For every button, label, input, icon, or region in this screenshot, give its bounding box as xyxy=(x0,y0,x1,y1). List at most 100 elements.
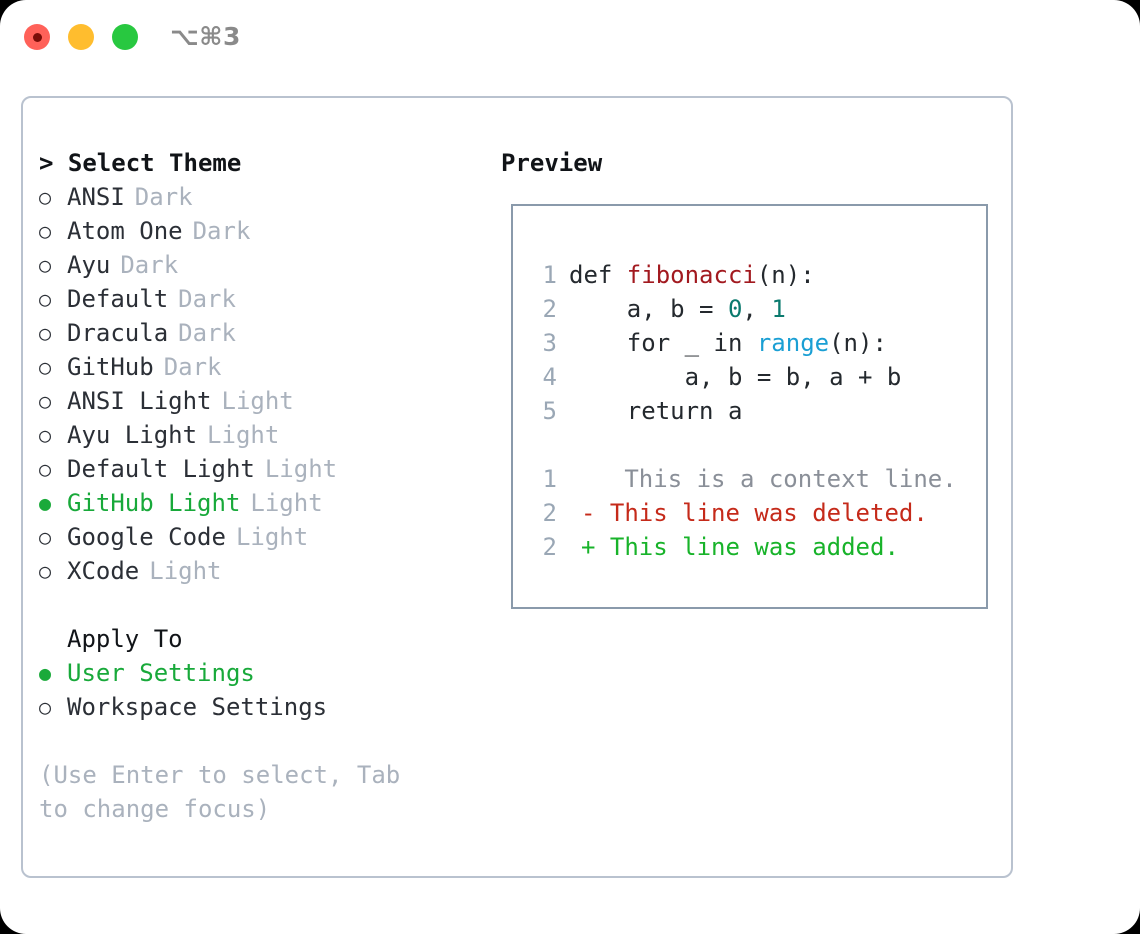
code-token-def: a, b = b, a + b xyxy=(569,363,902,391)
apply-to-list: ● User Settings ○ Workspace Settings xyxy=(39,656,479,724)
radio-unselected-icon: ○ xyxy=(39,253,52,277)
code-token-def: return a xyxy=(569,397,743,425)
theme-option-badge: Light xyxy=(221,387,294,415)
radio-unselected-icon: ○ xyxy=(39,423,52,447)
theme-option[interactable]: ○ Google Code Light xyxy=(39,520,479,554)
radio-unselected-icon: ○ xyxy=(39,219,52,243)
minimize-button[interactable] xyxy=(68,24,94,50)
theme-option[interactable]: ○ Dracula Dark xyxy=(39,316,479,350)
theme-option-badge: Light xyxy=(149,557,222,585)
radio-unselected-icon: ○ xyxy=(39,185,52,209)
theme-option-label: Default Light xyxy=(67,455,255,483)
radio-selected-icon: ● xyxy=(39,491,52,515)
code-line: 4 a, b = b, a + b xyxy=(527,360,957,394)
radio-unselected-icon: ○ xyxy=(39,287,52,311)
line-number: 3 xyxy=(542,329,557,357)
radio-unselected-icon: ○ xyxy=(39,457,52,481)
diff-line: 2 + This line was added. xyxy=(527,530,957,564)
select-theme-heading: > Select Theme xyxy=(39,149,242,177)
theme-option-badge: Light xyxy=(207,421,280,449)
theme-option-badge: Dark xyxy=(192,217,251,245)
theme-option-badge: Light xyxy=(235,523,309,551)
code-token-def: (n): xyxy=(756,261,815,289)
theme-option[interactable]: ○ Ayu Light Light xyxy=(39,418,479,452)
radio-unselected-icon: ○ xyxy=(39,695,52,719)
theme-option-badge: Light xyxy=(250,489,323,517)
line-number: 1 xyxy=(542,261,557,289)
diff-line-text: This line was deleted. xyxy=(595,499,928,527)
close-button[interactable] xyxy=(24,24,50,50)
apply-to-option[interactable]: ● User Settings xyxy=(39,656,479,690)
maximize-button[interactable] xyxy=(112,24,138,50)
theme-option-label: ANSI xyxy=(67,183,125,211)
code-token-num: 1 xyxy=(771,295,786,323)
theme-option-label: Dracula xyxy=(67,319,169,347)
code-token-fn: fibonacci xyxy=(626,261,757,289)
code-line-text: return a xyxy=(569,394,743,428)
title-bar: ⌥⌘3 xyxy=(0,0,1140,78)
line-number: 5 xyxy=(542,397,557,425)
code-line-text: for _ in range(n): xyxy=(569,326,887,360)
diff-line-number: 2 xyxy=(542,499,557,527)
line-number: 2 xyxy=(542,295,557,323)
code-token-def: , xyxy=(742,295,772,323)
radio-unselected-icon: ○ xyxy=(39,321,52,345)
diff-marker-del: - xyxy=(581,499,596,527)
code-line: 1 def fibonacci(n): xyxy=(527,258,957,292)
diff-line-number: 1 xyxy=(542,465,557,493)
radio-unselected-icon: ○ xyxy=(39,389,52,413)
code-diff-separator xyxy=(527,428,957,462)
traffic-lights xyxy=(24,24,138,50)
apply-to-heading: Apply To xyxy=(67,625,183,653)
code-token-num: 0 xyxy=(727,295,743,323)
theme-option-badge: Dark xyxy=(120,251,179,279)
diff-line-text: This line was added. xyxy=(595,533,899,561)
diff-line-text: This is a context line. xyxy=(595,465,957,493)
radio-unselected-icon: ○ xyxy=(39,355,52,379)
code-line-text: a, b = 0, 1 xyxy=(569,292,786,326)
diff-line-number: 2 xyxy=(542,533,557,561)
theme-option-badge: Dark xyxy=(178,319,236,347)
code-token-def: for _ in xyxy=(569,329,757,357)
diff-marker-ctx xyxy=(581,462,595,496)
code-line-text: a, b = b, a + b xyxy=(569,360,902,394)
diff-lines: 1 This is a context line. 2- This line wa… xyxy=(527,462,957,564)
code-line-text: def fibonacci(n): xyxy=(569,258,815,292)
preview-heading: Preview xyxy=(501,149,603,177)
theme-option-label: XCode xyxy=(67,557,140,585)
theme-option[interactable]: ○ ANSI Light Light xyxy=(39,384,479,418)
theme-option[interactable]: ○ Atom One Dark xyxy=(39,214,479,248)
keyboard-hint-text: (Use Enter to select, Tab to change focu… xyxy=(39,761,415,823)
theme-option-label: Atom One xyxy=(67,217,183,245)
apply-to-option-label: User Settings xyxy=(67,659,255,687)
code-line: 5 return a xyxy=(527,394,957,428)
code-line: 2 a, b = 0, 1 xyxy=(527,292,957,326)
apply-to-option[interactable]: ○ Workspace Settings xyxy=(39,690,479,724)
theme-option-label: ANSI Light xyxy=(67,387,212,415)
theme-option[interactable]: ● GitHub Light Light xyxy=(39,486,479,520)
diff-line: 2- This line was deleted. xyxy=(527,496,957,530)
theme-option-label: Google Code xyxy=(67,523,226,551)
diff-marker-add: + xyxy=(581,533,596,561)
radio-selected-icon: ● xyxy=(39,661,52,685)
radio-unselected-icon: ○ xyxy=(39,525,52,549)
theme-option-label: Ayu Light xyxy=(67,421,198,449)
theme-option-label: GitHub Light xyxy=(67,489,241,517)
line-number: 4 xyxy=(542,363,557,391)
apply-to-option-label: Workspace Settings xyxy=(67,693,328,721)
theme-option-badge: Dark xyxy=(163,353,222,381)
theme-option-label: Default xyxy=(67,285,169,313)
